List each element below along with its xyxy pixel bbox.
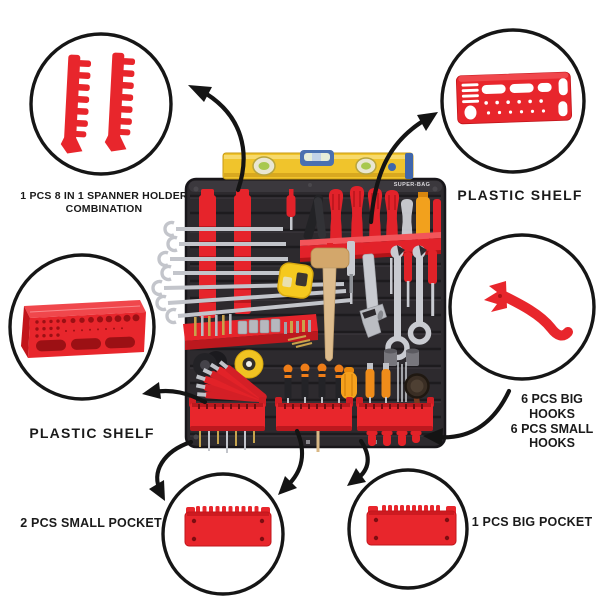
bits-shelf xyxy=(183,314,318,350)
arrow-to-big-pocket xyxy=(347,438,370,486)
label-big-pocket: 1 PCS BIG POCKET xyxy=(471,515,593,529)
orange-screwdriver-2 xyxy=(381,363,391,408)
combination-wrenches xyxy=(385,245,437,361)
loose-screws xyxy=(287,335,313,348)
magnifier xyxy=(404,373,430,408)
drill-bits xyxy=(194,314,232,336)
tool-pockets xyxy=(189,397,434,431)
spanner-holder-image xyxy=(60,52,136,154)
driver-1 xyxy=(283,364,293,410)
large-sockets xyxy=(384,348,419,366)
small-red-screwdriver xyxy=(286,189,296,230)
label-big-hooks: 6 PCS BIG HOOKS xyxy=(521,392,583,421)
screw-bits xyxy=(284,320,311,334)
bit-holder xyxy=(416,192,441,240)
label-plastic-shelf-left: PLASTIC SHELF xyxy=(29,425,155,441)
tape-measure xyxy=(277,262,314,299)
callout-circle-spanner-holder xyxy=(29,32,173,176)
tape-rolls xyxy=(193,349,264,379)
red-plugs xyxy=(366,431,422,446)
bulb-handle-tool xyxy=(341,367,357,399)
plastic-shelf-3d-image xyxy=(21,300,146,358)
arrow-from-hooks xyxy=(423,388,512,446)
spanners xyxy=(151,220,353,325)
pegboard: SUPER-BAG xyxy=(151,150,447,453)
callout-arrows xyxy=(142,85,512,501)
callout-circles xyxy=(8,28,596,596)
adjustable-wrench xyxy=(359,245,387,338)
plastic-shelf-front-image xyxy=(455,71,573,125)
label-small-hooks: 6 PCS SMALL HOOKS xyxy=(510,421,594,451)
label-hooks: 6 PCS BIG HOOKS 6 PCS SMALL HOOKS xyxy=(507,392,597,451)
precision-screwdrivers xyxy=(283,362,430,410)
orange-screwdriver-1 xyxy=(365,363,375,408)
brand-text: SUPER-BAG xyxy=(394,182,431,188)
black-clamp xyxy=(303,194,327,241)
hex-key-set xyxy=(195,360,267,403)
arrow-to-plastic-shelf-top xyxy=(368,112,438,225)
big-pocket-image xyxy=(366,505,457,546)
driver-3 xyxy=(317,363,327,410)
label-spanner-holder: 1 PCS 8 IN 1 SPANNER HOLDER COMBINATION xyxy=(20,190,188,215)
pocket-left xyxy=(189,397,266,431)
mallet xyxy=(310,243,350,362)
hanging-red-screwdrivers xyxy=(404,250,437,316)
sockets xyxy=(237,318,281,335)
label-plastic-shelf-top: PLASTIC SHELF xyxy=(457,187,583,203)
arrow-to-spanner-holder xyxy=(188,85,246,193)
arrow-to-small-pocket-2 xyxy=(278,428,305,495)
hanging-pins xyxy=(199,431,320,453)
small-pocket-image xyxy=(184,506,272,547)
arrow-to-plastic-shelf-left xyxy=(142,382,208,405)
pocket-middle xyxy=(275,397,353,431)
driver-2 xyxy=(300,363,310,410)
spirit-level xyxy=(222,150,414,180)
pocket-right xyxy=(356,397,434,431)
big-hook-image xyxy=(484,281,573,341)
label-small-pocket: 2 PCS SMALL POCKET xyxy=(20,516,162,530)
arrow-to-small-pocket-1 xyxy=(149,439,194,501)
chisel xyxy=(347,241,355,293)
